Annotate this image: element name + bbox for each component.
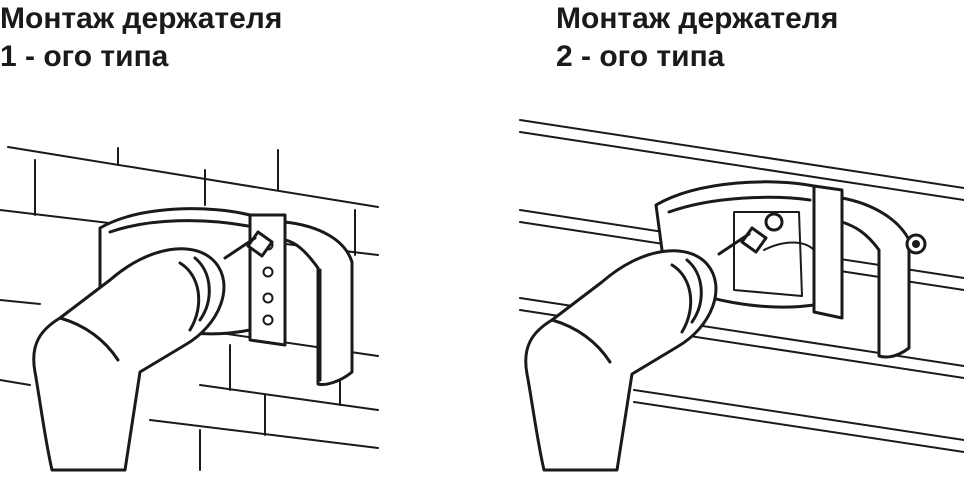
drill-icon [524,226,768,472]
holder-type-2-illustration [519,119,964,472]
panel-title-line-2: 1 - ого типа [0,40,169,73]
panel-title-line-1: Монтаж держателя [556,2,839,35]
panel-title-line-2: 2 - ого типа [556,40,725,73]
holder-type-1-illustration [0,146,379,472]
panel-holder-type-2: Монтаж держателя 2 - ого типа [484,0,964,483]
drill-icon [32,230,274,472]
panel-title-line-1: Монтаж держателя [0,2,283,35]
panel-title: Монтаж держателя 2 - ого типа [556,0,838,76]
panel-holder-type-1: Монтаж держателя 1 - ого типа [0,0,480,483]
panel-title: Монтаж держателя 1 - ого типа [0,0,282,76]
